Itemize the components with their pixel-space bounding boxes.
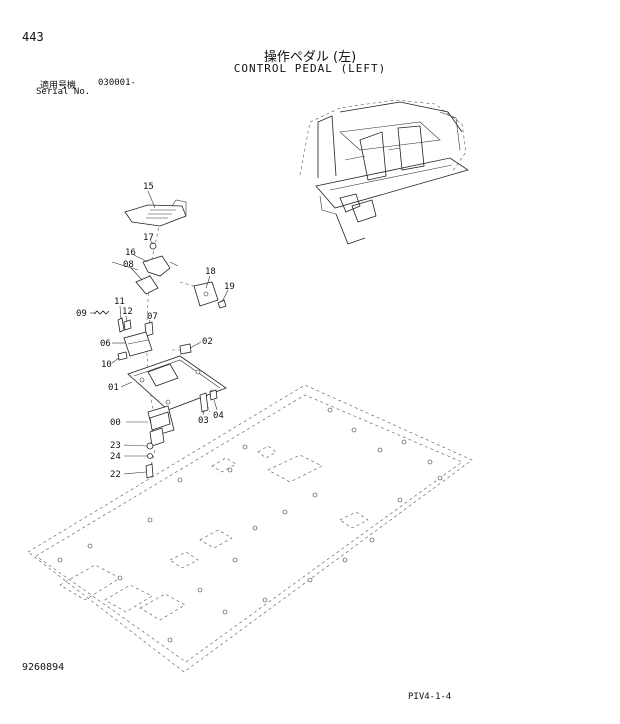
- callout-11: 11: [114, 297, 125, 307]
- page-code: PIV4-1-4: [408, 692, 452, 702]
- pedal-part: [124, 199, 187, 227]
- cab-context-view: [299, 99, 469, 245]
- callout-02: 02: [202, 337, 213, 347]
- callout-03: 03: [198, 416, 209, 426]
- washer-part-04: [209, 389, 218, 401]
- title-english: CONTROL PEDAL (LEFT): [233, 62, 387, 75]
- callout-08: 08: [123, 260, 134, 270]
- switch-bracket-part: [123, 331, 153, 357]
- callout-16: 16: [125, 248, 136, 258]
- callout-labels: 15 17 16 08 18 19 09 11 12 07 06 02 10 0…: [76, 182, 235, 480]
- callout-19: 19: [224, 282, 235, 292]
- leader-lines: [90, 190, 229, 475]
- callout-06: 06: [100, 339, 111, 349]
- side-plate-part: [193, 281, 227, 309]
- callout-09: 09: [76, 309, 87, 319]
- title-japanese: 操作ペダル (左): [263, 50, 357, 65]
- callout-15: 15: [143, 182, 154, 192]
- callout-17: 17: [143, 233, 154, 243]
- nut-part: [146, 442, 154, 450]
- spring-pin-part: [149, 242, 157, 250]
- callout-07: 07: [147, 312, 158, 322]
- floor-plate: [27, 384, 473, 673]
- callout-12: 12: [122, 307, 133, 317]
- roller-part: [123, 319, 132, 331]
- callout-22: 22: [110, 470, 121, 480]
- bolt-part-03: [199, 392, 209, 413]
- serial-label-english: Serial No.: [36, 87, 91, 97]
- document-id: 9260894: [22, 662, 65, 673]
- spring-part: [93, 310, 110, 315]
- pin-part: [117, 317, 125, 333]
- screw-part-22: [145, 463, 154, 479]
- base-plate-part: [127, 355, 227, 411]
- switch-part: [147, 405, 175, 447]
- bolt-part-02: [179, 343, 192, 355]
- page-number: 443: [22, 30, 44, 44]
- serial-value: 030001-: [98, 78, 136, 88]
- washer-part: [147, 453, 153, 459]
- callout-04: 04: [213, 411, 224, 421]
- bracket-part: [111, 255, 179, 295]
- callout-00: 00: [110, 418, 121, 428]
- callout-24: 24: [110, 452, 121, 462]
- callout-01: 01: [108, 383, 119, 393]
- serial-label-japanese: 適用号機: [40, 81, 77, 91]
- callout-23: 23: [110, 441, 121, 451]
- callout-18: 18: [205, 267, 216, 277]
- screw-part: [117, 351, 128, 361]
- callout-10: 10: [101, 360, 112, 370]
